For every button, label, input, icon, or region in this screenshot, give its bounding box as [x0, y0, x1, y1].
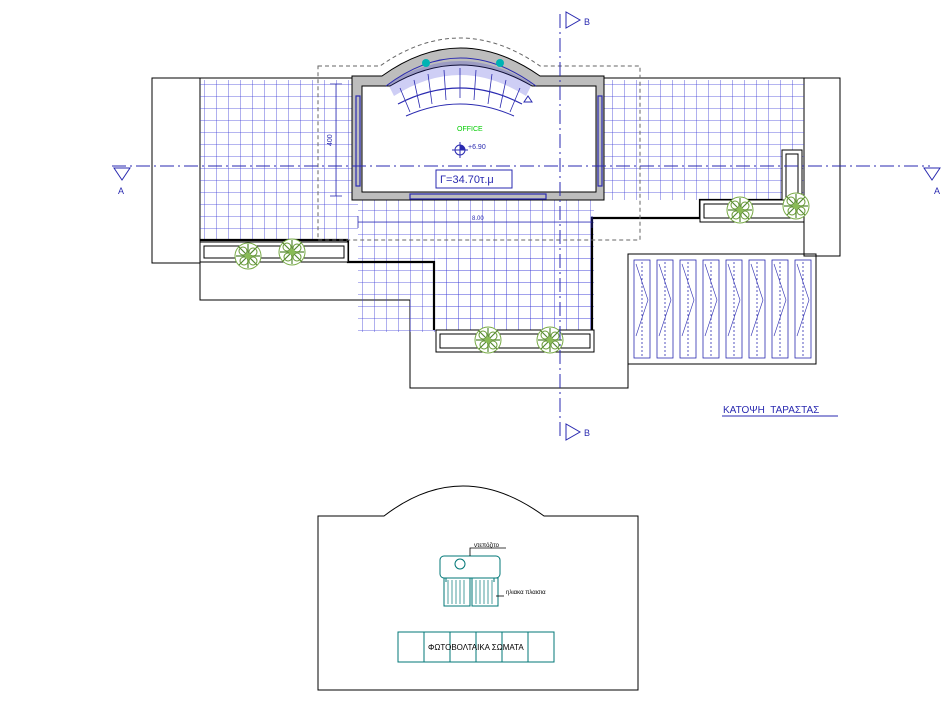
roof-detail: [317, 485, 639, 691]
section-label-b-top: B: [584, 17, 590, 27]
area-box: [435, 169, 513, 189]
panel-label: ηλιακα πλαισια: [506, 590, 546, 596]
dimension-vertical: 400: [327, 134, 334, 146]
pv-modules-strip: [397, 631, 555, 663]
level-marker-icon: [452, 142, 468, 158]
section-lines: [112, 14, 930, 440]
office-area: Γ=34.70τ.μ: [440, 174, 494, 186]
section-marker-a-left: [113, 167, 131, 181]
solar-collector-icon: [443, 577, 499, 607]
dimension-lines: [330, 83, 593, 228]
section-label-b-bottom: B: [584, 428, 590, 438]
office-room: [351, 47, 605, 201]
office-label: OFFICE: [457, 126, 483, 133]
label-leaders: [469, 547, 506, 597]
office-level: +6.90: [468, 144, 486, 151]
section-marker-b-bottom: [565, 423, 582, 441]
tank-label: ντεπόζιτο: [474, 542, 500, 549]
section-label-a-right: A: [934, 186, 940, 196]
pv-label: ΦΩΤΟΒΟΛΤΑΙΚΑ ΣΩΜΑΤΑ: [428, 643, 524, 652]
plan-title: ΚΑΤΟΨΗ ΤΑΡΑΣΤΑΣ: [723, 405, 819, 416]
section-marker-a-right: [923, 167, 941, 181]
section-label-a-left: A: [118, 186, 124, 196]
dimension-horizontal: 8.00: [472, 216, 484, 222]
section-marker-b-top: [565, 11, 582, 29]
solar-panel-array: [627, 253, 817, 365]
